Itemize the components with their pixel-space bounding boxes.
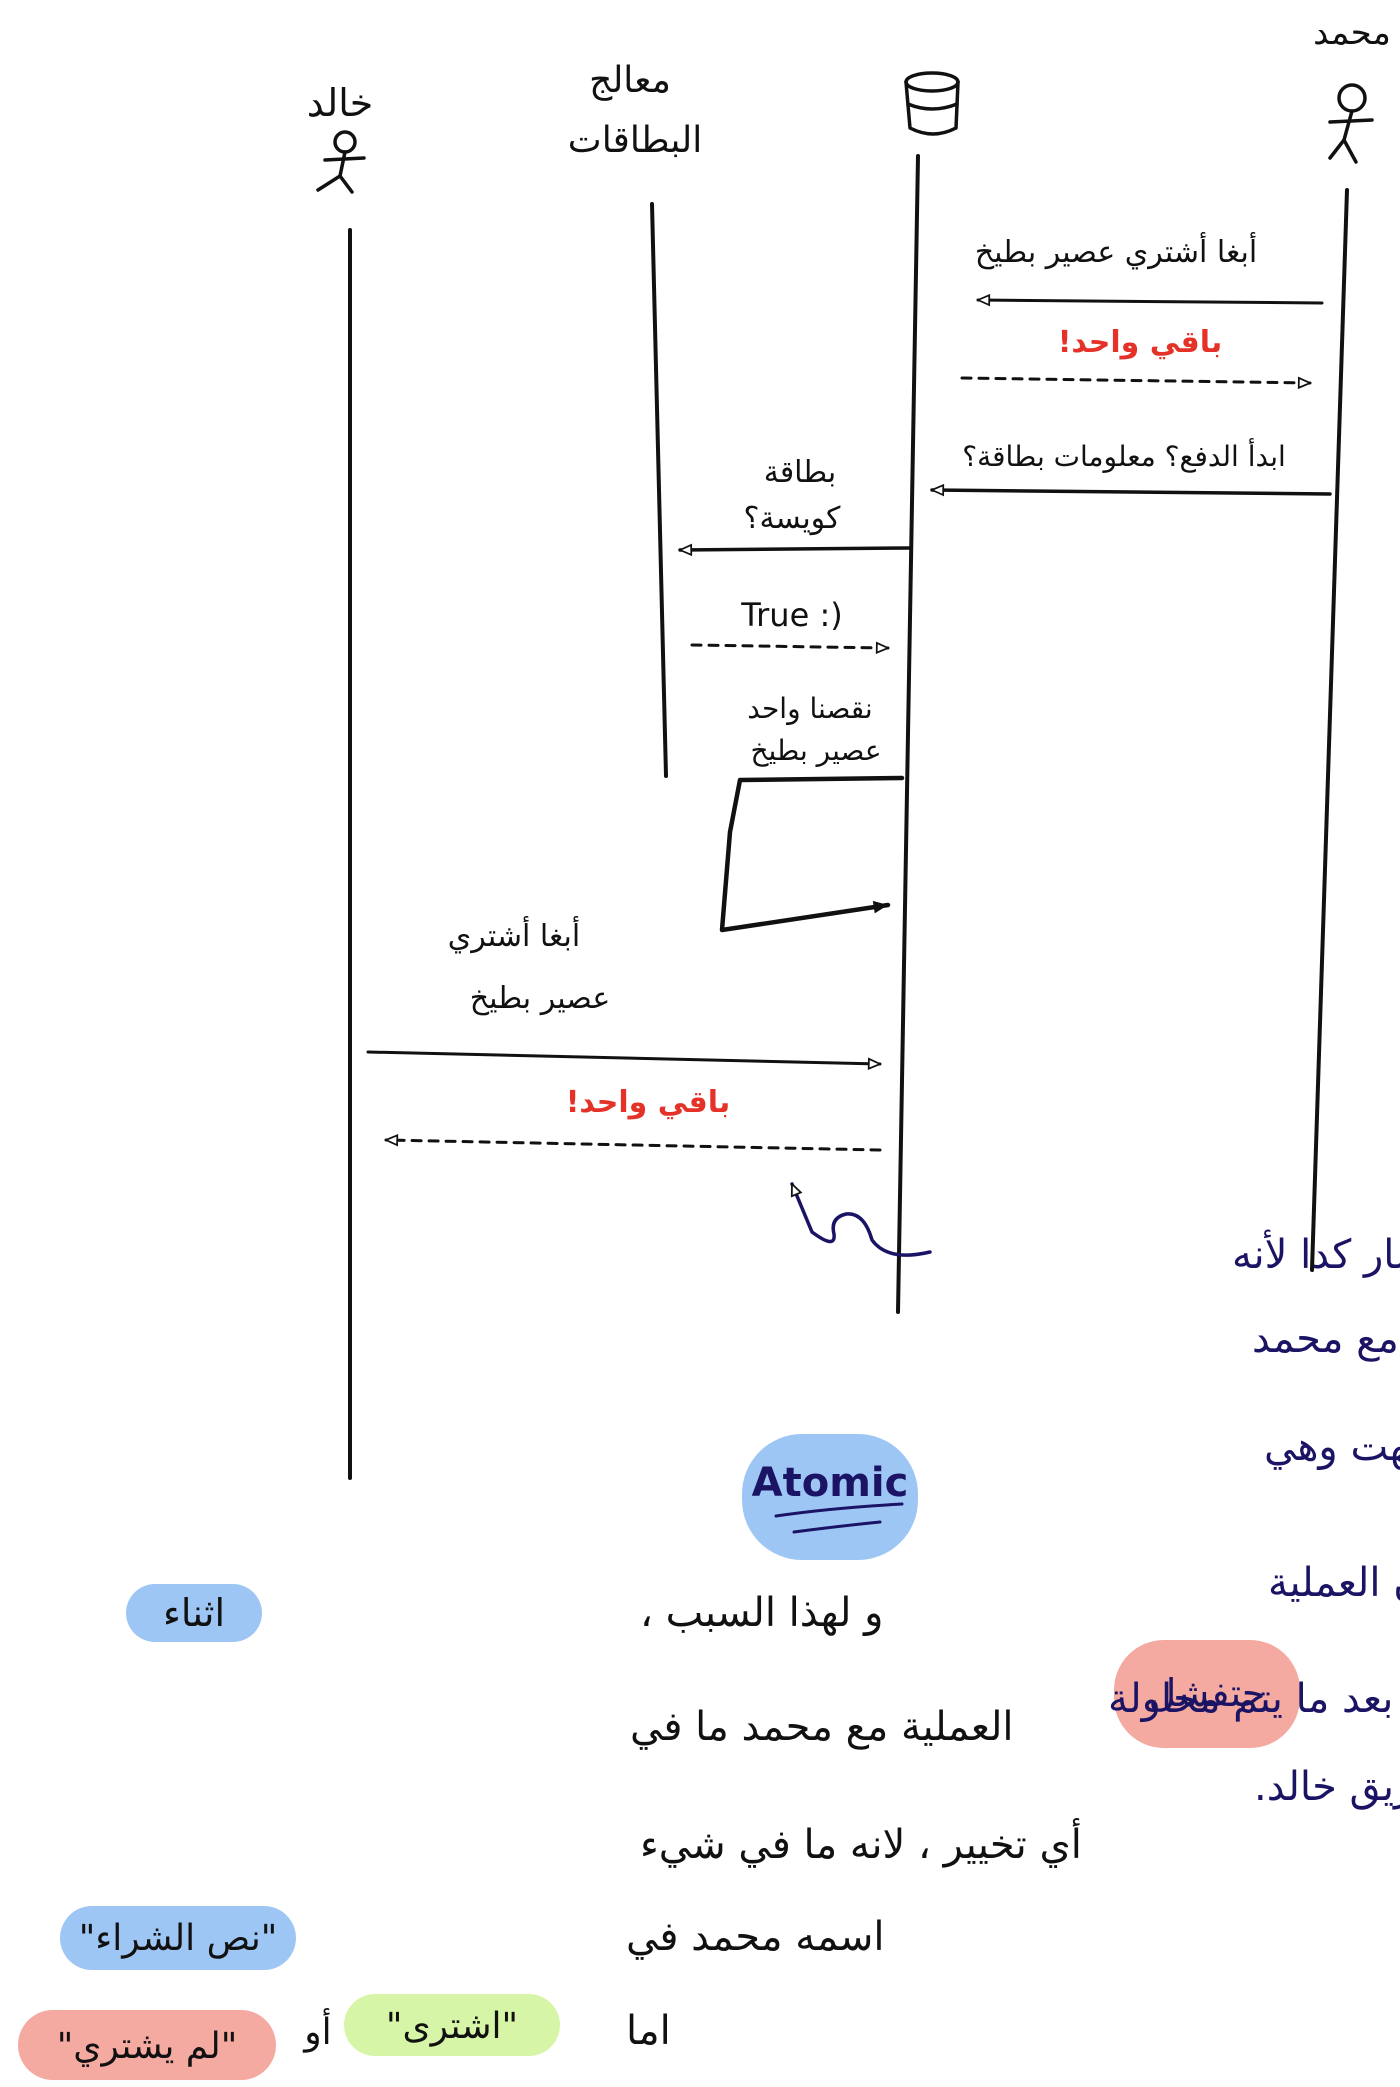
atomic-highlight (742, 1434, 918, 1560)
participant-card-processor: معالج البطاقات (568, 60, 702, 161)
not-bought-badge: "لم يشتري" (57, 2026, 238, 2067)
message-arrow (930, 490, 1332, 494)
note-line: العملية مع محمد (1252, 1316, 1400, 1362)
reply-label: باقي واحد! (566, 1085, 731, 1120)
note-line: بعد ما يتم محاولة (1108, 1676, 1393, 1722)
pointer-squiggle (790, 1184, 932, 1257)
message-label: ابدأ الدفع؟ معلومات بطاقة؟ (962, 437, 1286, 473)
fail-badge: حتفشل (1149, 1671, 1266, 1715)
purchase-process-highlight (60, 1906, 296, 1970)
message-label: بطاقة (764, 455, 837, 490)
note-line: اما (626, 2008, 671, 2054)
lifeline-database (896, 154, 920, 1314)
purchase-process-badge: "نص الشراء" (79, 1918, 278, 1959)
note-line: أو (302, 2008, 331, 2053)
reply-arrow (386, 1140, 882, 1152)
message-arrow (366, 1050, 880, 1064)
database-icon (904, 71, 960, 136)
participant-card-processor-label-2: البطاقات (568, 120, 702, 161)
note-line: اسمه محمد في (626, 1914, 884, 1960)
reply-arrow (960, 376, 1310, 383)
reply-arrow (690, 645, 888, 648)
participant-khaled-label: خالد (307, 81, 374, 125)
stick-figure-icon (316, 130, 366, 194)
message-arrow (976, 300, 1324, 303)
bought-highlight (344, 1994, 560, 2056)
message-label: أبغا أشتري عصير بطيخ (975, 231, 1257, 270)
reply-label: True :) (740, 596, 842, 634)
participant-card-processor-label-1: معالج (589, 60, 671, 101)
note-line: ما أنتهت وهي (1264, 1420, 1400, 1470)
fail-highlight (1114, 1640, 1300, 1748)
atomic-badge: Atomic (752, 1460, 909, 1506)
message-label: عصير بطيخ (470, 981, 610, 1016)
message-label: كويسة؟ (744, 501, 842, 536)
message-label: عصير بطيخ (750, 734, 881, 767)
not-bought-highlight (18, 2010, 276, 2080)
note-line: و لهذا السبب ، (640, 1590, 883, 1636)
underline (774, 1502, 904, 1534)
reply-label: باقي واحد! (1058, 325, 1223, 360)
note-left: اثناء و لهذا السبب ، العملية مع محمد ما … (18, 1584, 1082, 2080)
during-badge: اثناء (163, 1591, 225, 1635)
note-line: أي تخيير ، لانه ما في شيء (640, 1818, 1082, 1868)
participant-database (904, 71, 960, 136)
note-line: صار كدا لأنه (1232, 1229, 1400, 1278)
during-highlight (126, 1584, 262, 1642)
lifeline-card-processor (650, 202, 668, 778)
note-line: العملية مع محمد ما في (630, 1704, 1014, 1750)
message-arrow (678, 548, 912, 550)
stick-figure-icon (1328, 83, 1374, 164)
bought-badge: "اشترى" (386, 2006, 518, 2047)
participant-mohamed: محمد (1313, 13, 1391, 164)
participant-mohamed-label: محمد (1313, 13, 1391, 53)
message-label: نقصنا واحد (747, 692, 872, 725)
note-line: اللي بيصير هو ان العملية (1268, 1560, 1400, 1606)
note-line: الشراء عن طريق خالد. (1254, 1764, 1400, 1810)
participant-khaled: خالد (307, 81, 374, 194)
lifeline-mohamed (1310, 188, 1349, 1272)
self-message-arrow (719, 775, 905, 933)
note-right: صار كدا لأنه العملية مع محمد ما أنتهت وه… (742, 1229, 1400, 1810)
message-label: أبغا أشتري (448, 915, 580, 954)
